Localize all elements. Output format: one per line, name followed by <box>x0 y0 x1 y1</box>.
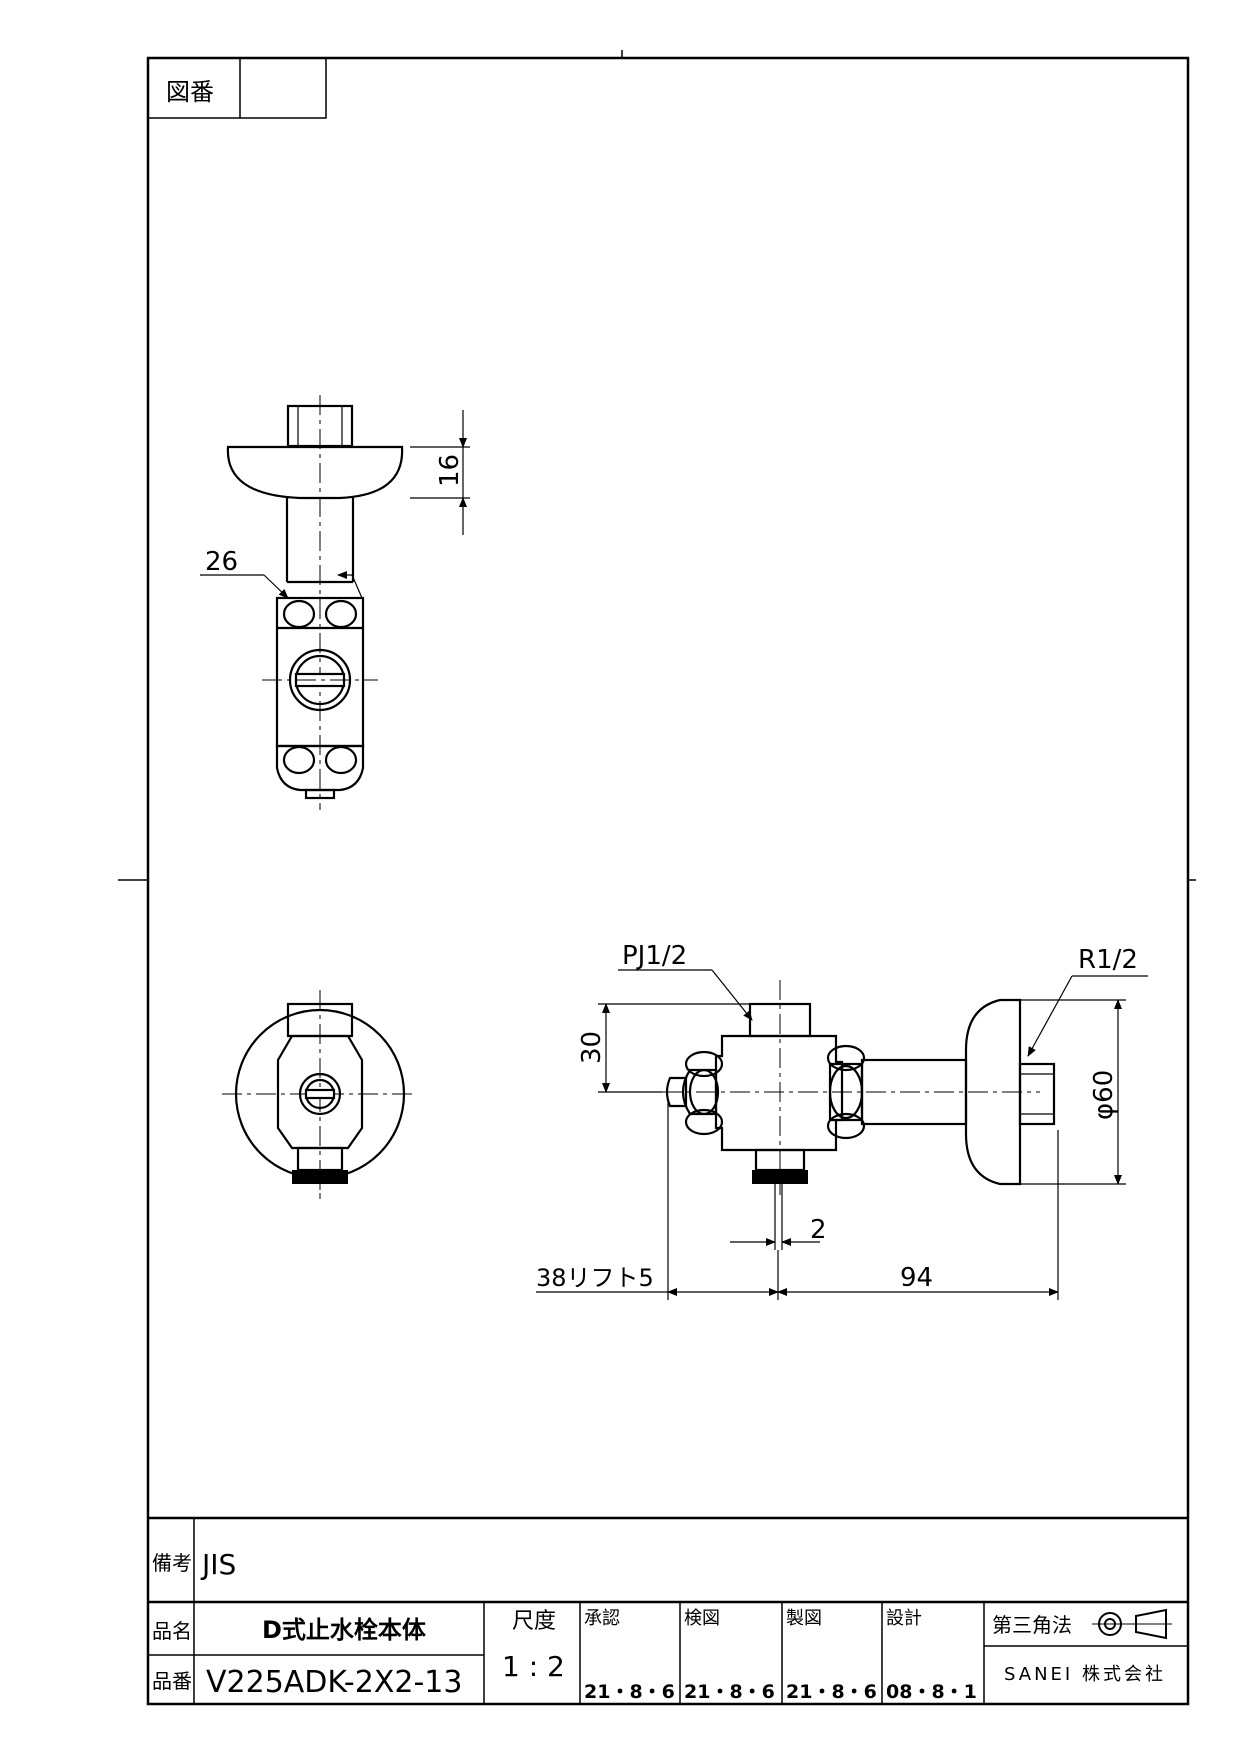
title-block <box>148 1516 1188 1704</box>
dim-phi60-text: φ60 <box>1089 1070 1119 1120</box>
projection-label: 第三角法 <box>992 1613 1072 1637</box>
dim-16-text: 16 <box>435 454 465 487</box>
dim-30 <box>598 1003 750 1093</box>
side-view-knob <box>752 1170 808 1184</box>
designed-label: 設計 <box>886 1608 922 1629</box>
dim-2-text: 2 <box>810 1215 827 1245</box>
company-name: SANEI 株式会社 <box>1004 1664 1166 1685</box>
approved-label: 承認 <box>584 1608 620 1629</box>
product-name-value: D式止水栓本体 <box>262 1616 427 1644</box>
checked-date: 21・8・6 <box>684 1681 775 1703</box>
remarks-value: JIS <box>200 1548 236 1581</box>
scale-label: 尺度 <box>512 1609 556 1634</box>
designed-date: 08・8・1 <box>886 1681 977 1703</box>
dim-16 <box>410 410 470 535</box>
dim-phi60 <box>1020 999 1126 1185</box>
dim-26 <box>200 571 363 599</box>
dim-26-text: 26 <box>205 547 238 577</box>
dim-pj12-leader <box>618 969 753 1021</box>
front-view <box>222 990 412 1195</box>
product-no-label: 品番 <box>152 1669 192 1693</box>
sheet-border <box>146 56 1190 1706</box>
side-view <box>662 980 1056 1195</box>
top-view <box>226 395 404 810</box>
scale-value: 1 : 2 <box>502 1650 565 1683</box>
remarks-label: 備考 <box>152 1551 192 1575</box>
dim-94-text: 94 <box>900 1263 933 1293</box>
drawing-no-label: 図番 <box>166 78 214 106</box>
drawn-label: 製図 <box>786 1608 822 1629</box>
drawn-date: 21・8・6 <box>786 1681 877 1703</box>
product-name-label: 品名 <box>152 1619 192 1643</box>
front-view-knob <box>292 1170 348 1200</box>
third-angle-projection-icon <box>1092 1608 1172 1640</box>
dim-38-text: 38リフト5 <box>536 1264 654 1292</box>
product-no-value: V225ADK-2X2-13 <box>206 1665 462 1700</box>
dim-r12-leader <box>1027 975 1148 1057</box>
dim-r12-text: R1/2 <box>1078 945 1138 975</box>
drawing-number-box: 図番 <box>147 57 327 119</box>
checked-label: 検図 <box>684 1608 720 1629</box>
dim-2 <box>730 1184 820 1250</box>
dim-38-94 <box>536 1100 1059 1300</box>
dim-pj12-text: PJ1/2 <box>622 941 687 971</box>
dim-30-text: 30 <box>577 1031 607 1064</box>
approved-date: 21・8・6 <box>584 1681 675 1703</box>
